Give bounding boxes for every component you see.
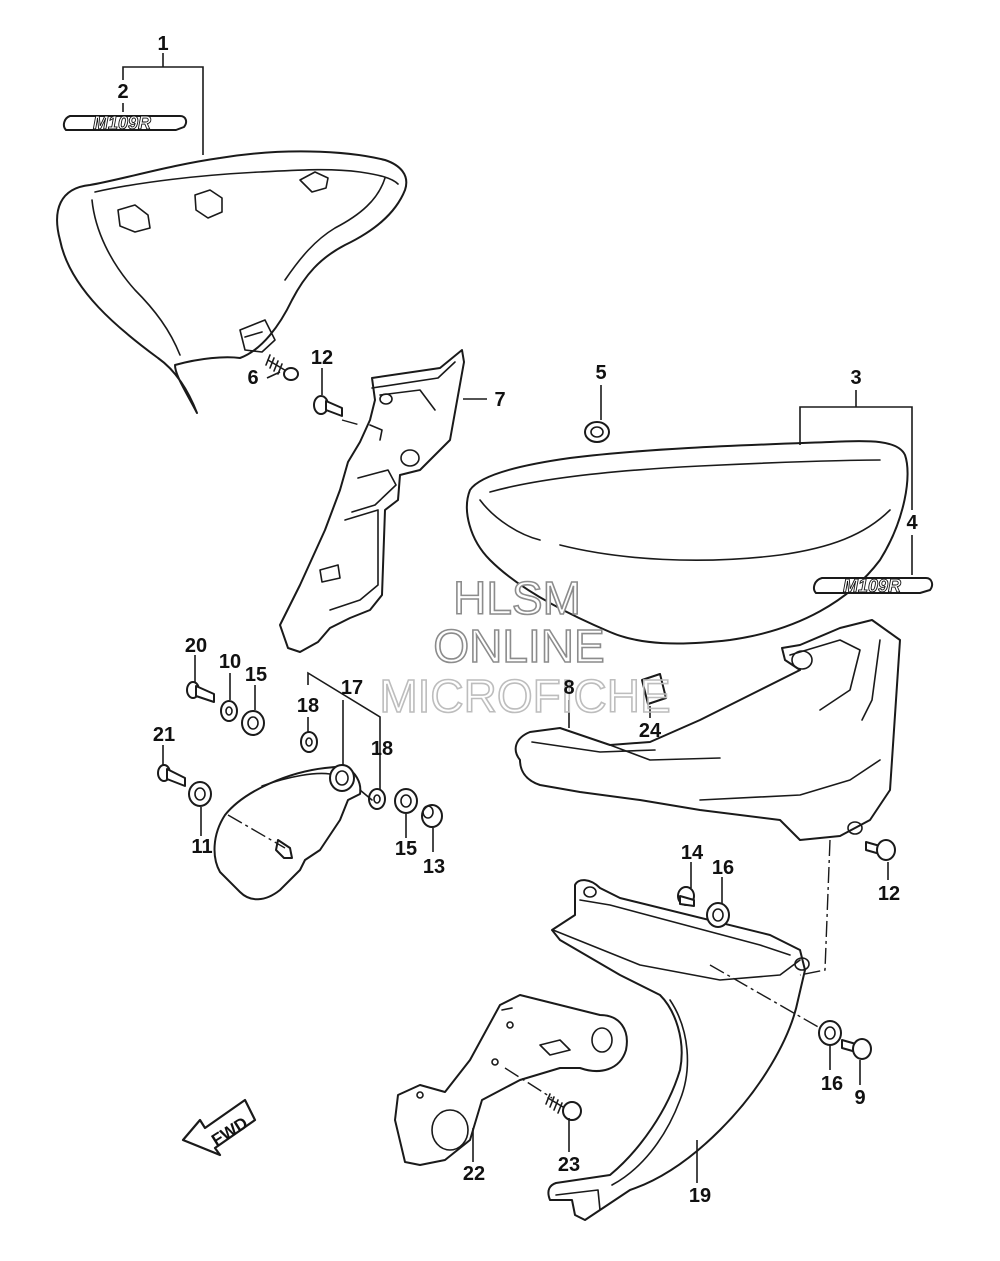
callout-18-upper: 18 <box>297 695 319 717</box>
leader-lines <box>122 53 913 1183</box>
part-19-lower-bracket <box>547 879 810 1221</box>
part-14-collar <box>677 886 695 907</box>
part-3-frame-cover-right <box>465 440 909 645</box>
watermark-line-1: HLSM <box>453 572 581 624</box>
part-9-bolt <box>841 1038 872 1060</box>
fwd-arrow-icon: FWD <box>181 1098 257 1157</box>
callout-16-upper: 16 <box>712 857 734 879</box>
part-1-seat-cowl <box>56 150 408 414</box>
part-10-washer <box>220 700 238 722</box>
callout-3: 3 <box>850 367 861 389</box>
part-21-bolt <box>157 764 186 787</box>
part-12-bolt-lower <box>865 839 896 861</box>
callout-14: 14 <box>681 842 704 864</box>
callout-18-lower: 18 <box>371 738 393 760</box>
callout-19: 19 <box>689 1185 711 1207</box>
callout-9: 9 <box>854 1087 865 1109</box>
callout-numbers: 1 2 3 4 5 6 7 8 9 10 11 12 12 13 14 15 1… <box>117 33 918 1207</box>
callout-8: 8 <box>563 677 574 699</box>
callout-5: 5 <box>595 362 606 384</box>
emblem-text-left: M109R <box>93 113 151 133</box>
part-12-bolt-upper <box>313 395 343 417</box>
callout-7: 7 <box>494 389 505 411</box>
emblem-text-right: M109R <box>843 576 901 596</box>
callout-12-lower: 12 <box>878 883 900 905</box>
callout-11: 11 <box>191 836 212 858</box>
part-17-bracket <box>213 764 373 901</box>
callout-10: 10 <box>219 651 241 673</box>
watermark: HLSM ONLINE MICROFICHE <box>379 571 672 723</box>
part-18-washer-a <box>300 731 318 753</box>
part-2-emblem: M109R <box>62 113 188 133</box>
part-15-grommet-left <box>241 710 265 736</box>
part-5-grommet <box>584 421 610 443</box>
callout-23: 23 <box>558 1154 580 1176</box>
part-20-bolt <box>186 681 215 703</box>
callout-1: 1 <box>157 33 168 55</box>
part-24-pad <box>641 673 667 705</box>
part-13-collar <box>421 804 443 828</box>
callout-15-left: 15 <box>245 664 267 686</box>
callout-24: 24 <box>639 720 662 742</box>
part-16-grommet-upper <box>706 902 730 928</box>
part-11-grommet <box>188 781 212 807</box>
part-23-screw <box>545 1093 582 1121</box>
callout-22: 22 <box>463 1163 485 1185</box>
part-7-frame-cover-left <box>279 349 465 653</box>
watermark-line-2: ONLINE <box>433 620 604 672</box>
callout-4: 4 <box>906 512 918 534</box>
callout-6: 6 <box>247 367 258 389</box>
watermark-line-3: MICROFICHE <box>379 670 670 722</box>
part-4-emblem: M109R <box>813 576 934 596</box>
callout-15-right: 15 <box>395 838 417 860</box>
callout-2: 2 <box>117 81 128 103</box>
callout-21: 21 <box>153 724 175 746</box>
callout-16-lower: 16 <box>821 1073 843 1095</box>
part-8-bracket-right <box>514 619 901 841</box>
part-16-grommet-lower <box>818 1020 842 1046</box>
part-18-washer-b <box>368 788 386 810</box>
callout-13: 13 <box>423 856 445 878</box>
part-6-screw <box>265 354 299 381</box>
callout-20: 20 <box>185 635 207 657</box>
callout-12-upper: 12 <box>311 347 333 369</box>
callout-17: 17 <box>341 677 363 699</box>
part-15-grommet-right <box>394 788 418 814</box>
part-22-plate <box>394 994 628 1166</box>
